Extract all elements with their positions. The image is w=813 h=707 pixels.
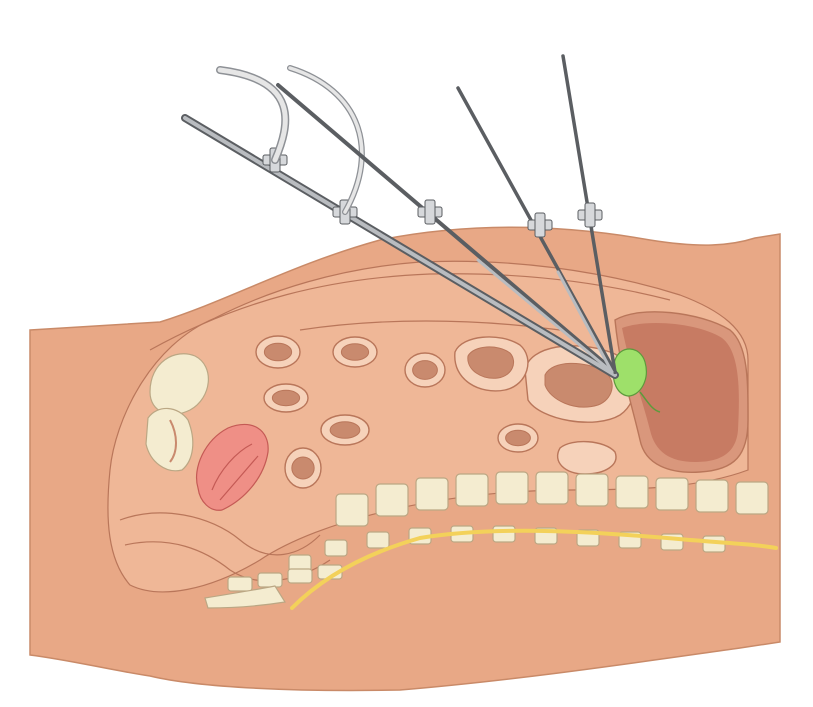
vertebra (535, 471, 569, 505)
trocar-port-valve-stem (584, 202, 596, 228)
laparoscopic-instruments (181, 54, 619, 379)
vertebra (575, 473, 609, 507)
spinal-cord (290, 528, 778, 610)
bowel-lumen (271, 389, 301, 407)
uterus (196, 423, 269, 511)
laparoscope-core (183, 116, 617, 377)
bowel-lumen (505, 429, 531, 447)
bowel-lumen (340, 343, 370, 361)
sacrum (204, 585, 286, 609)
inner-shaft-2 (556, 270, 614, 374)
vertebra (375, 483, 409, 517)
vertebra (335, 493, 369, 527)
vertebra (695, 479, 729, 513)
bowel-lumen (329, 421, 361, 439)
vertebra (735, 481, 769, 515)
vertebra (455, 473, 489, 507)
bowel-lumen (263, 342, 293, 362)
vertebra (655, 477, 689, 511)
light-cable (217, 67, 288, 163)
pubic-bone (145, 407, 194, 472)
peritoneum-line (149, 273, 671, 351)
liver (614, 311, 749, 473)
sacral-segment (257, 572, 283, 588)
grasper-shaft (276, 83, 617, 374)
bowel-lumen (291, 456, 315, 480)
grasper-valve-stem (424, 199, 436, 225)
vertebra (495, 471, 529, 505)
vertebra-process (492, 525, 516, 543)
bowel-lumen (412, 360, 438, 380)
vertebra-process (366, 531, 390, 549)
gas-tube (288, 66, 364, 214)
vertebra (615, 475, 649, 509)
sacral-segment (287, 568, 313, 584)
vertebra-process (324, 539, 348, 557)
dissector-valve-stem (534, 212, 546, 238)
vertebra (415, 477, 449, 511)
sacral-segment (227, 576, 253, 592)
inner-shaft-1 (476, 258, 614, 374)
gallbladder (612, 348, 661, 413)
